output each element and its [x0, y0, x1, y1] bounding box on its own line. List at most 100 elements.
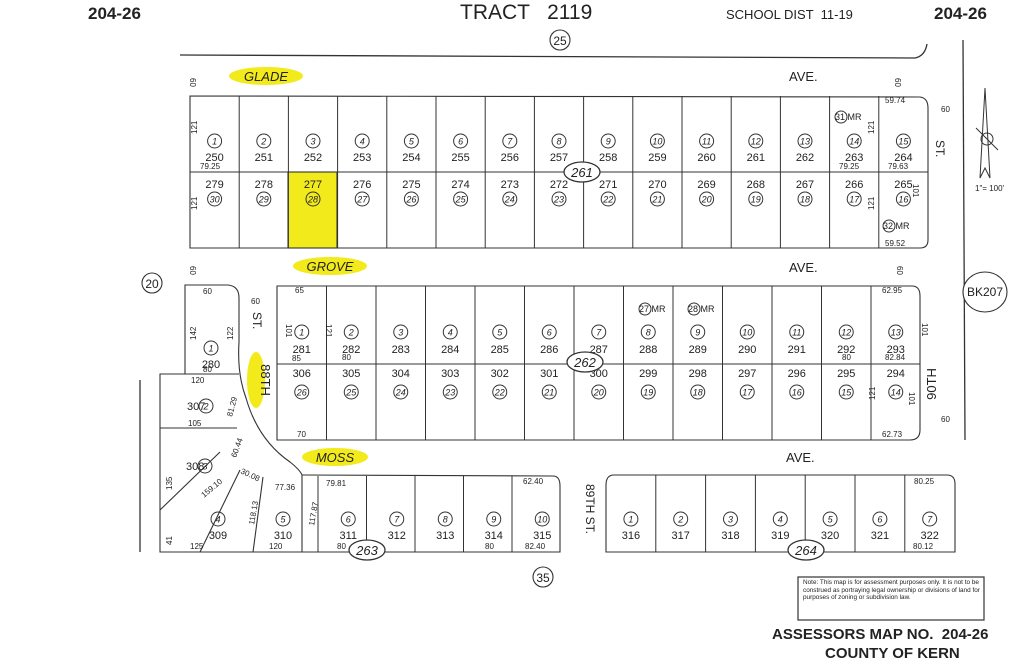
parcel-number[interactable]: 284: [441, 344, 459, 356]
street-90th: 90TH: [924, 368, 939, 400]
lot-number: 6: [346, 515, 351, 525]
parcel-number[interactable]: 286: [540, 344, 558, 356]
parcel-number[interactable]: 283: [392, 344, 410, 356]
parcel-number[interactable]: 256: [501, 152, 519, 164]
parcel-number[interactable]: 290: [738, 344, 756, 356]
parcel-number[interactable]: 251: [255, 152, 273, 164]
lot-circle: [492, 384, 508, 400]
lot-number: 8: [646, 328, 651, 338]
parcel-number[interactable]: 264: [894, 152, 912, 164]
parcel-number[interactable]: 278: [255, 179, 273, 191]
parcel-number[interactable]: 314: [485, 530, 503, 542]
parcel-number[interactable]: 279: [205, 179, 223, 191]
parcel-number[interactable]: 316: [622, 530, 640, 542]
block-number-262: 262: [573, 355, 596, 370]
lot-number: 4: [215, 515, 220, 525]
parcel-number[interactable]: 271: [599, 179, 617, 191]
parcel-number[interactable]: 282: [342, 344, 360, 356]
parcel-number[interactable]: 263: [845, 152, 863, 164]
lot-number: 3: [398, 328, 403, 338]
parcel-number[interactable]: 313: [436, 530, 454, 542]
lot-number: 15: [841, 388, 852, 398]
parcel-number[interactable]: 322: [921, 530, 939, 542]
parcel-number[interactable]: 317: [672, 530, 690, 542]
lot-circle: [207, 133, 223, 149]
school-district: SCHOOL DIST 11-19: [726, 7, 853, 22]
parcel-number[interactable]: 320: [821, 530, 839, 542]
lot-circle: [772, 511, 788, 527]
parcel-number[interactable]: 296: [788, 368, 806, 380]
parcel-number[interactable]: 265: [894, 179, 912, 191]
parcel-number[interactable]: 257: [550, 152, 568, 164]
parcel-number[interactable]: 252: [304, 152, 322, 164]
parcel-number[interactable]: 310: [274, 530, 292, 542]
lot-circle: [354, 133, 370, 149]
ref-map-25[interactable]: 25: [553, 34, 567, 48]
parcel-number[interactable]: 280: [202, 359, 220, 371]
parcel-number[interactable]: 253: [353, 152, 371, 164]
lot-number: 4: [360, 137, 365, 147]
parcel-number[interactable]: 267: [796, 179, 814, 191]
ref-map-35[interactable]: 35: [536, 571, 550, 585]
parcel-number[interactable]: 302: [491, 368, 509, 380]
parcel-number[interactable]: 281: [293, 344, 311, 356]
parcel-number[interactable]: 294: [887, 368, 905, 380]
parcel-number[interactable]: 273: [501, 179, 519, 191]
parcel-number[interactable]: 306: [293, 368, 311, 380]
parcel-number[interactable]: 254: [402, 152, 420, 164]
parcel-number[interactable]: 262: [796, 152, 814, 164]
parcel-number[interactable]: 269: [697, 179, 715, 191]
parcel-number[interactable]: 274: [451, 179, 469, 191]
parcel-number[interactable]: 289: [689, 344, 707, 356]
parcel-number[interactable]: 321: [871, 530, 889, 542]
parcel-number[interactable]: 292: [837, 344, 855, 356]
parcel-number[interactable]: 259: [648, 152, 666, 164]
parcel-number[interactable]: 311: [339, 530, 357, 542]
dim: 122: [226, 326, 235, 340]
parcel-number[interactable]: 298: [689, 368, 707, 380]
parcel-number[interactable]: 270: [648, 179, 666, 191]
parcel-number[interactable]: 266: [845, 179, 863, 191]
ref-bk207[interactable]: BK207: [967, 285, 1003, 299]
lot-number: 9: [695, 328, 700, 338]
lot-number: 23: [553, 195, 564, 205]
parcel-number[interactable]: 309: [209, 530, 227, 542]
highlighted-parcel-277[interactable]: [287, 171, 338, 249]
parcel-number[interactable]: 285: [491, 344, 509, 356]
parcel-number[interactable]: 250: [205, 152, 223, 164]
dim: 79.63: [888, 162, 909, 171]
parcel-number[interactable]: 303: [441, 368, 459, 380]
parcel-number[interactable]: 276: [353, 179, 371, 191]
parcel-number[interactable]: 315: [533, 530, 551, 542]
parcel-number[interactable]: 258: [599, 152, 617, 164]
parcel-number[interactable]: 268: [747, 179, 765, 191]
parcel-number[interactable]: 299: [639, 368, 657, 380]
lot-circle: [393, 384, 409, 400]
parcel-number[interactable]: 305: [342, 368, 360, 380]
parcel-number[interactable]: 255: [451, 152, 469, 164]
parcel-number[interactable]: 301: [540, 368, 558, 380]
parcel-number[interactable]: 304: [392, 368, 410, 380]
parcel-number[interactable]: 272: [550, 179, 568, 191]
lot-circle: [256, 133, 272, 149]
lot-number: 17: [742, 388, 753, 398]
parcel-number[interactable]: 288: [639, 344, 657, 356]
parcel-number[interactable]: 291: [788, 344, 806, 356]
parcel-number[interactable]: 275: [402, 179, 420, 191]
lot-circle: [442, 384, 458, 400]
parcel-number[interactable]: 260: [697, 152, 715, 164]
parcel-number[interactable]: 293: [887, 344, 905, 356]
parcel-number[interactable]: 319: [771, 530, 789, 542]
parcel-number[interactable]: 261: [747, 152, 765, 164]
county-name: COUNTY OF KERN: [825, 645, 960, 662]
parcel-number[interactable]: 297: [738, 368, 756, 380]
parcel-number[interactable]: 318: [721, 530, 739, 542]
parcel-number[interactable]: 312: [388, 530, 406, 542]
lot-number: 10: [742, 328, 752, 338]
dim: 120: [191, 376, 205, 385]
lot-number: 29: [258, 195, 269, 205]
parcel-number[interactable]: 277: [304, 179, 322, 191]
ref-map-20[interactable]: 20: [145, 277, 159, 291]
lot-number: 30: [210, 195, 220, 205]
parcel-number[interactable]: 295: [837, 368, 855, 380]
